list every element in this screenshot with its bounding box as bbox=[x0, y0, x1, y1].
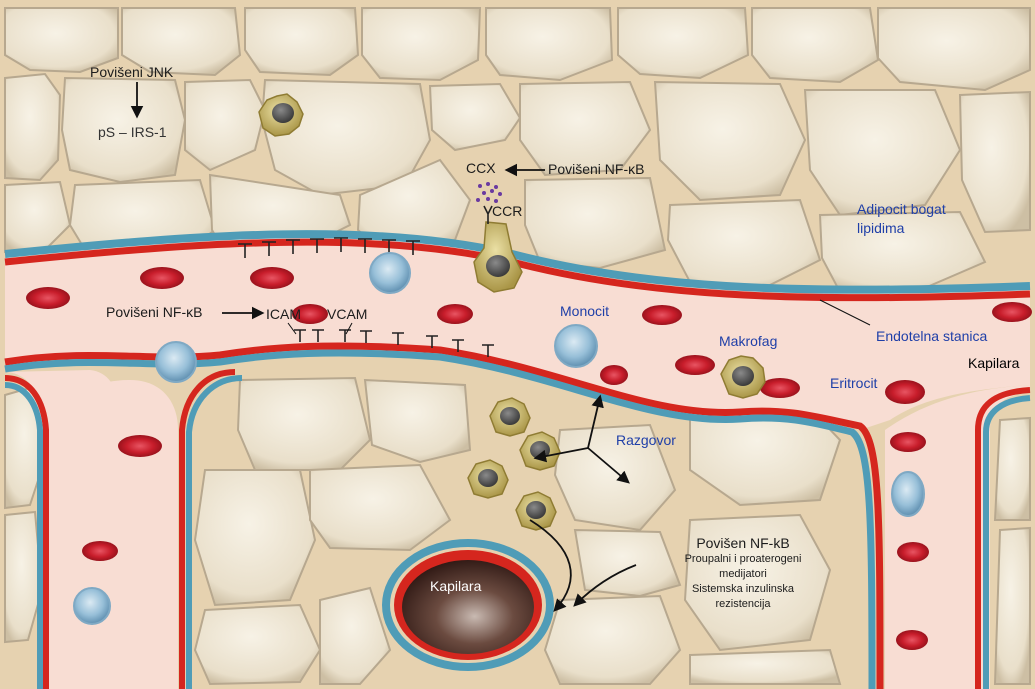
erythrocyte bbox=[675, 355, 715, 375]
vcam-label: VCAM bbox=[327, 306, 367, 322]
makrofag-label: Makrofag bbox=[719, 333, 777, 349]
adipocit-label-line2: lipidima bbox=[857, 220, 904, 236]
eritrocit-label: Eritrocit bbox=[830, 375, 877, 391]
erythrocyte bbox=[897, 542, 929, 562]
erythrocyte bbox=[600, 365, 628, 385]
monocyte bbox=[370, 253, 410, 293]
razgovor-label: Razgovor bbox=[616, 432, 676, 448]
ccx-label: CCX bbox=[466, 160, 496, 176]
monocyte bbox=[74, 588, 110, 624]
endotelna-label: Endotelna stanica bbox=[876, 328, 987, 344]
monocit-label: Monocit bbox=[560, 303, 609, 319]
nfkb-left-label: Povišeni NF-κB bbox=[106, 304, 202, 320]
capillary-cross-section bbox=[386, 543, 550, 667]
erythrocyte bbox=[250, 267, 294, 289]
erythrocyte bbox=[82, 541, 118, 561]
erythrocyte bbox=[885, 380, 925, 404]
mediator-line3: Sistemska inzulinska bbox=[660, 583, 826, 596]
adipocit-label: Adipocit bogat bbox=[857, 201, 946, 217]
erythrocyte bbox=[437, 304, 473, 324]
mediator-line1: Proupalni i proaterogeni bbox=[660, 553, 826, 566]
monocyte bbox=[892, 472, 924, 516]
erythrocyte bbox=[890, 432, 926, 452]
kapilara-right-label: Kapilara bbox=[968, 355, 1019, 371]
erythrocyte bbox=[140, 267, 184, 289]
nfkb-top-label: Povišeni NF-κB bbox=[548, 161, 644, 177]
monocyte bbox=[156, 342, 196, 382]
erythrocyte bbox=[642, 305, 682, 325]
mediator-line4: rezistencija bbox=[660, 598, 826, 611]
jnk-label: Povišeni JNK bbox=[90, 64, 173, 80]
mediator-line2: medijatori bbox=[660, 568, 826, 581]
icam-label: ICAM bbox=[266, 306, 301, 322]
kapilara-inner-label: Kapilara bbox=[430, 578, 481, 594]
erythrocyte bbox=[896, 630, 928, 650]
monocyte bbox=[555, 325, 597, 367]
erythrocyte bbox=[118, 435, 162, 457]
erythrocyte bbox=[992, 302, 1032, 322]
erythrocyte bbox=[26, 287, 70, 309]
ccr-label: CCR bbox=[492, 203, 522, 219]
nfkb-bottom-label: Povišen NF-kB bbox=[688, 535, 798, 551]
erythrocyte bbox=[760, 378, 800, 398]
ps-irs-label: pS – IRS-1 bbox=[98, 124, 166, 140]
